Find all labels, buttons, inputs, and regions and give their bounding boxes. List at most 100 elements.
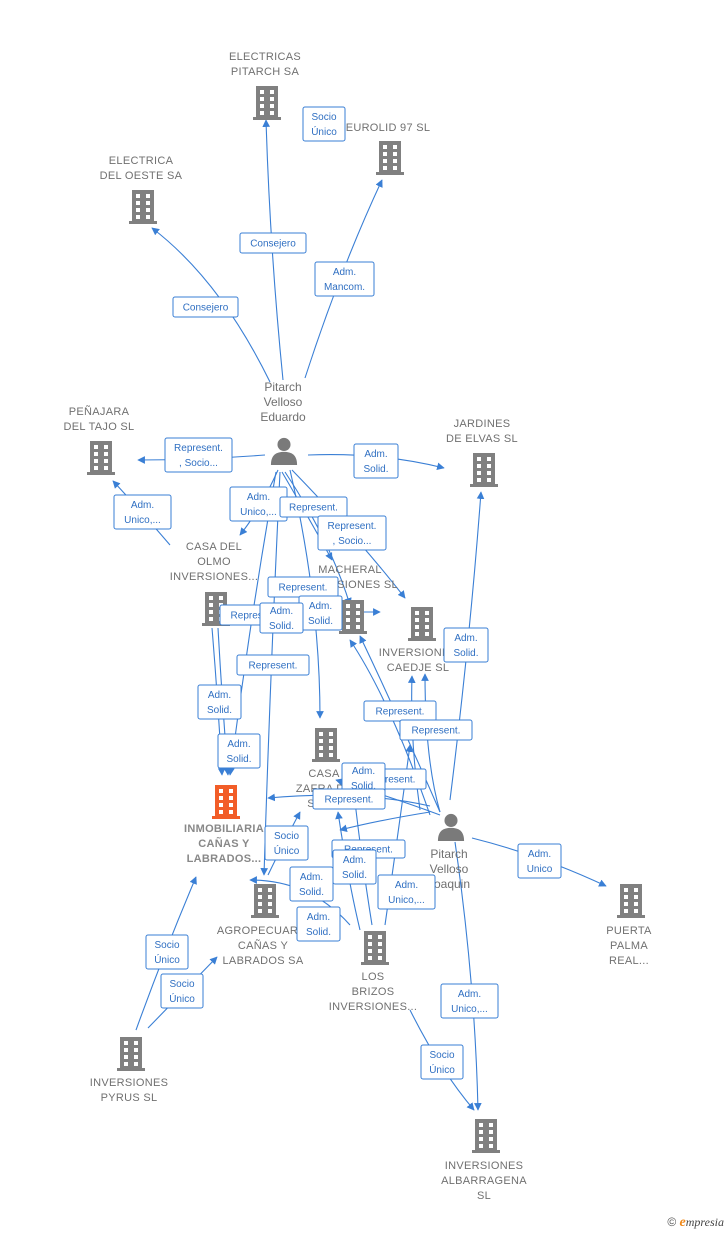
relation-label-r22[interactable]: Adm.Solid.: [341, 762, 386, 794]
relation-text: Adm.: [528, 849, 551, 860]
empresia-brand[interactable]: © empresia: [667, 1215, 724, 1231]
relation-label-r3[interactable]: Adm.Mancom.: [314, 261, 375, 297]
node-label-line: PITARCH SA: [231, 66, 300, 78]
building-icon: [253, 86, 281, 120]
node-label-line: Eduardo: [260, 410, 306, 424]
relation-label-r4[interactable]: Consejero: [172, 296, 239, 318]
relation-box: [279, 496, 348, 518]
relation-text: Represent.: [249, 661, 298, 672]
relation-label-r20[interactable]: Adm.Solid.: [217, 733, 261, 769]
relation-text: Adm.: [454, 633, 477, 644]
relation-label-r11[interactable]: Represent.: [267, 576, 339, 598]
relation-label-r29[interactable]: Adm. Unico: [517, 843, 562, 879]
node-label-line: PEÑAJARA: [69, 405, 130, 418]
node-label-line: BRIZOS: [352, 986, 395, 998]
relation-text: Único: [274, 844, 300, 857]
relation-label-r9[interactable]: Represent.: [279, 496, 348, 518]
relation-label-r15[interactable]: Represent.: [236, 654, 310, 676]
node-label-line: MACHERAL: [318, 564, 382, 576]
relation-text: Adm.: [300, 872, 323, 883]
node-label-line: OLMO: [197, 556, 231, 568]
relation-label-r18[interactable]: Represent.: [363, 700, 437, 722]
relation-box: [259, 602, 304, 634]
relation-text: Represent.: [376, 707, 425, 718]
relation-text: Represent.: [231, 611, 280, 622]
node-penajara[interactable]: PEÑAJARA DEL TAJO SL: [64, 405, 135, 475]
relation-label-r8[interactable]: Adm.Unico,...: [229, 486, 288, 522]
relation-label-r23[interactable]: Represent.: [312, 788, 386, 810]
relation-text: Único: [429, 1063, 455, 1076]
node-label-line: INMOBILIARIA: [184, 823, 264, 835]
relation-text: Único: [169, 992, 195, 1005]
relation-label-r5[interactable]: Represent., Socio...: [164, 437, 233, 473]
relation-text: Adm.: [343, 855, 366, 866]
relation-label-r6[interactable]: Adm.Solid.: [353, 443, 399, 479]
node-label-line: Pitarch: [264, 380, 301, 394]
relation-label-r2[interactable]: Consejero: [239, 232, 307, 254]
copyright-symbol: ©: [667, 1215, 677, 1229]
relation-label-r27[interactable]: Adm.Solid.: [332, 849, 377, 885]
relation-label-r28[interactable]: Adm.Unico,...: [377, 874, 436, 910]
relation-text: Solid.: [308, 616, 333, 627]
relation-label-r14[interactable]: Adm.Solid.: [259, 602, 304, 634]
relation-label-r19[interactable]: Represent.: [399, 719, 473, 741]
relation-text: Adm.: [364, 449, 387, 460]
relation-box: [314, 261, 375, 297]
relation-box: [164, 437, 233, 473]
relation-label-r26[interactable]: Adm.Solid.: [289, 866, 334, 902]
relation-text: Represent.: [174, 443, 223, 454]
relation-text: Consejero: [250, 239, 296, 250]
relation-label-r7[interactable]: Adm.Unico,...: [113, 494, 172, 530]
node-label-line: LOS: [362, 971, 385, 983]
relation-label-r16[interactable]: Adm.Solid.: [197, 684, 242, 720]
node-label: PEÑAJARA DEL TAJO SL: [64, 405, 135, 433]
relation-box: [113, 494, 172, 530]
relation-label-r30[interactable]: Adm.Solid.: [296, 906, 341, 942]
node-label-line: ELECTRICA: [109, 155, 174, 167]
node-label-line: DEL TAJO SL: [64, 421, 135, 433]
node-eurolid[interactable]: EUROLID 97 SL: [346, 122, 431, 175]
relation-box: [377, 874, 436, 910]
node-label-line: LABRADOS SA: [223, 955, 304, 967]
node-label-line: AGROPECUARIA: [217, 925, 310, 937]
building-icon: [251, 884, 279, 918]
node-label-line: REAL...: [609, 955, 649, 967]
relation-text: Consejero: [183, 303, 229, 314]
relation-label-r10[interactable]: Represent., Socio...: [317, 515, 387, 551]
relation-text: Unico,...: [451, 1004, 488, 1015]
node-label-line: CAEDJE SL: [387, 662, 450, 674]
node-label-line: DE ELVAS SL: [446, 433, 518, 445]
relation-label-r17[interactable]: Adm.Solid.: [443, 627, 489, 663]
relation-label-r12[interactable]: Adm.Solid.: [298, 595, 343, 631]
relation-label-r33[interactable]: Adm.Unico,...: [440, 983, 499, 1019]
relation-text: Unico: [527, 864, 553, 875]
relation-box: [289, 866, 334, 902]
node-label-line: INVERSIONES...: [170, 571, 259, 583]
relation-text: Único: [154, 953, 180, 966]
relation-text: Socio: [274, 831, 299, 842]
relation-box: [302, 106, 346, 142]
